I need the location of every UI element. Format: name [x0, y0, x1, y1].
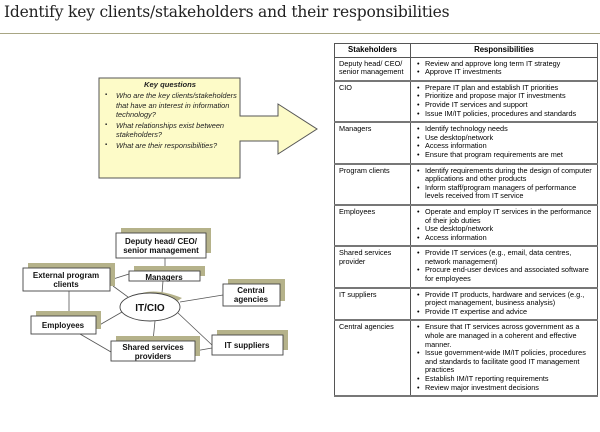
node-label: IT suppliers	[225, 341, 270, 350]
responsibility-item: Approve IT investments	[415, 68, 594, 77]
key-question: What are their responsibilities?	[101, 141, 239, 151]
node-it-suppliers	[211, 334, 284, 356]
responsibilities-table: Stakeholders Responsibilities Deputy hea…	[334, 43, 598, 398]
node-managers	[128, 270, 201, 282]
responsibility-item: Issue government-wide IM/IT policies, pr…	[415, 348, 594, 375]
responsibilities-cell: Prepare IT plan and establish IT priorit…	[410, 80, 598, 124]
title-divider	[0, 33, 600, 34]
key-questions-box: Key questions Who are the key clients/st…	[101, 80, 239, 152]
node-external-clients	[22, 267, 111, 292]
node-central-agencies	[222, 283, 281, 307]
responsibility-item: Ensure that IT services across governmen…	[415, 323, 594, 349]
responsibility-item: Identify technology needs	[415, 125, 594, 134]
node-label: providers	[135, 352, 172, 361]
table-row: Shared services providerProvide IT servi…	[334, 246, 598, 289]
node-label-center: IT/CIO	[135, 303, 165, 314]
responsibility-item: Provide IT products, hardware and servic…	[415, 290, 594, 308]
node-label: clients	[53, 280, 79, 289]
node-label: senior management	[123, 246, 199, 255]
responsibility-item: Operate and employ IT services in the pe…	[415, 207, 594, 225]
node-label: Central	[237, 286, 265, 295]
table-row: ManagersIdentify technology needsUse des…	[334, 122, 598, 165]
stakeholder-cell: Employees	[334, 204, 411, 248]
column-header: Responsibilities	[410, 43, 598, 58]
responsibilities-cell: Identify technology needsUse desktop/net…	[410, 122, 598, 165]
key-questions-heading: Key questions	[144, 80, 196, 89]
node-label: Deputy head/ CEO/	[125, 237, 198, 246]
node-shared-services	[110, 340, 196, 362]
responsibilities-cell: Operate and employ IT services in the pe…	[410, 204, 598, 248]
node-label: Shared services	[122, 343, 184, 352]
key-question: Who are the key clients/stakeholders tha…	[101, 91, 239, 120]
responsibility-item: Provide IT expertise and advice	[415, 307, 594, 317]
responsibilities-cell: Provide IT services (e.g., email, data c…	[410, 246, 598, 289]
node-label: Employees	[42, 321, 85, 330]
stakeholder-cell: Central agencies	[334, 320, 411, 398]
responsibility-item: Prepare IT plan and establish IT priorit…	[415, 83, 594, 93]
node-label: Managers	[145, 273, 183, 282]
table-row: Program clientsIdentify requirements dur…	[334, 163, 598, 206]
responsibility-item: Use desktop/network	[415, 224, 594, 234]
table-row: Central agenciesEnsure that IT services …	[334, 320, 598, 398]
column-header: Stakeholders	[334, 43, 411, 58]
table-row: IT suppliersProvide IT products, hardwar…	[334, 287, 598, 322]
table-row: CIO Prepare IT plan and establish IT prio…	[334, 80, 598, 124]
stakeholder-cell: Shared services provider	[334, 246, 411, 289]
stakeholder-cell: IT suppliers	[334, 287, 411, 322]
page-title: Identify key clients/stakeholders and th…	[4, 3, 450, 21]
responsibility-item: Provide IT services (e.g., email, data c…	[415, 248, 594, 266]
responsibility-item: Procure end-user devices and associated …	[415, 266, 594, 283]
responsibility-item: Establish IM/IT reporting requirements	[415, 374, 594, 384]
responsibilities-cell: Review and approve long term IT strategy…	[410, 57, 598, 82]
responsibility-item: Review major investment decisions	[415, 383, 594, 393]
responsibility-item: Use desktop/network	[415, 133, 594, 143]
node-employees	[30, 315, 97, 335]
stakeholder-cell: Managers	[334, 122, 411, 165]
responsibility-item: Review and approve long term IT strategy	[415, 59, 594, 69]
responsibility-item: Ensure that program requirements are met	[415, 150, 594, 160]
stakeholder-cell: Program clients	[334, 163, 411, 206]
key-question: What relationships exist between stakeho…	[101, 121, 239, 140]
responsibility-item: Inform staff/program managers of perform…	[415, 183, 594, 201]
node-label: agencies	[234, 295, 269, 304]
responsibility-item: Access information	[415, 142, 594, 151]
node-it-cio	[119, 292, 181, 322]
responsibility-item: Access information	[415, 233, 594, 243]
responsibility-item: Prioritize and propose major IT investme…	[415, 92, 594, 101]
responsibilities-cell: Identify requirements during the design …	[410, 163, 598, 206]
stakeholder-cell: CIO	[334, 80, 411, 124]
responsibility-item: Provide IT services and support	[415, 100, 594, 110]
node-label: External program	[33, 271, 99, 280]
stakeholder-relationship-diagram: Deputy head/ CEO/ senior management Exte…	[22, 228, 288, 362]
table-row: EmployeesOperate and employ IT services …	[334, 204, 598, 248]
stakeholder-cell: Deputy head/ CEO/ senior management	[334, 57, 411, 82]
table-row: Deputy head/ CEO/ senior managementRevie…	[334, 57, 598, 82]
node-deputy-head	[115, 232, 207, 259]
responsibilities-cell: Provide IT products, hardware and servic…	[410, 287, 598, 322]
responsibility-item: Identify requirements during the design …	[415, 166, 594, 184]
responsibility-item: Issue IM/IT policies, procedures and sta…	[415, 109, 594, 119]
responsibilities-cell: Ensure that IT services across governmen…	[410, 320, 598, 398]
